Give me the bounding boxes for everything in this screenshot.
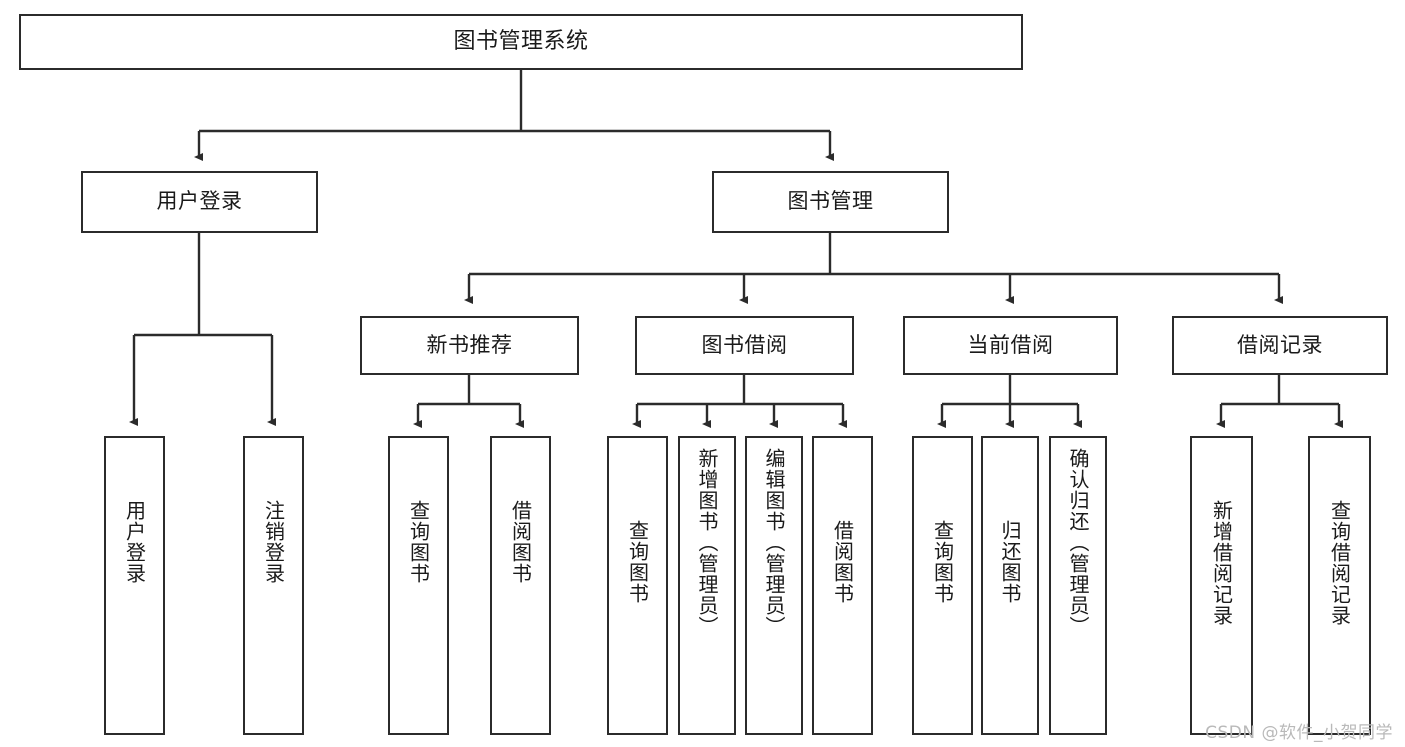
leaf-add-book-admin[interactable]: 新增图书（管理员） [678, 436, 736, 735]
node-label: 确认归还（管理员） [1066, 448, 1090, 637]
node-borrow-records[interactable]: 借阅记录 [1172, 316, 1388, 375]
node-label: 新增借阅记录 [1209, 500, 1234, 626]
leaf-confirm-return-admin[interactable]: 确认归还（管理员） [1049, 436, 1107, 735]
node-new-book-recommendation[interactable]: 新书推荐 [360, 316, 579, 375]
node-book-borrowing[interactable]: 图书借阅 [635, 316, 854, 375]
node-label: 当前借阅 [967, 332, 1054, 357]
leaf-query-book-recommendation[interactable]: 查询图书 [388, 436, 449, 735]
leaf-edit-book-admin[interactable]: 编辑图书（管理员） [745, 436, 803, 735]
node-label: 图书管理系统 [453, 28, 589, 54]
leaf-return-book[interactable]: 归还图书 [981, 436, 1039, 735]
node-label: 图书管理 [787, 189, 874, 214]
node-label: 查询图书 [625, 520, 650, 604]
node-label: 图书借阅 [701, 332, 788, 357]
node-current-borrowing[interactable]: 当前借阅 [903, 316, 1118, 375]
node-label: 借阅图书 [508, 500, 533, 584]
node-label: 借阅图书 [830, 520, 855, 604]
node-label: 查询图书 [930, 520, 955, 604]
watermark: CSDN @软件_小贺同学 [1205, 723, 1393, 743]
node-label: 新增图书（管理员） [695, 448, 719, 637]
leaf-user-login[interactable]: 用户登录 [104, 436, 165, 735]
leaf-query-book-borrowing[interactable]: 查询图书 [607, 436, 668, 735]
node-label: 用户登录 [156, 189, 243, 214]
node-label: 编辑图书（管理员） [762, 448, 786, 637]
node-label: 新书推荐 [426, 332, 513, 357]
node-label: 查询借阅记录 [1327, 500, 1352, 626]
node-label: 归还图书 [998, 520, 1022, 604]
leaf-borrow-book-recommendation[interactable]: 借阅图书 [490, 436, 551, 735]
node-root-book-management-system[interactable]: 图书管理系统 [19, 14, 1023, 70]
node-label: 借阅记录 [1237, 332, 1323, 357]
leaf-borrow-book[interactable]: 借阅图书 [812, 436, 873, 735]
leaf-query-borrow-record[interactable]: 查询借阅记录 [1308, 436, 1371, 735]
node-label: 用户登录 [122, 500, 147, 584]
leaf-query-book-current[interactable]: 查询图书 [912, 436, 973, 735]
node-label: 查询图书 [406, 500, 431, 584]
leaf-logout[interactable]: 注销登录 [243, 436, 304, 735]
node-book-management[interactable]: 图书管理 [712, 171, 949, 233]
node-user-login[interactable]: 用户登录 [81, 171, 318, 233]
leaf-add-borrow-record[interactable]: 新增借阅记录 [1190, 436, 1253, 735]
node-label: 注销登录 [261, 500, 286, 584]
